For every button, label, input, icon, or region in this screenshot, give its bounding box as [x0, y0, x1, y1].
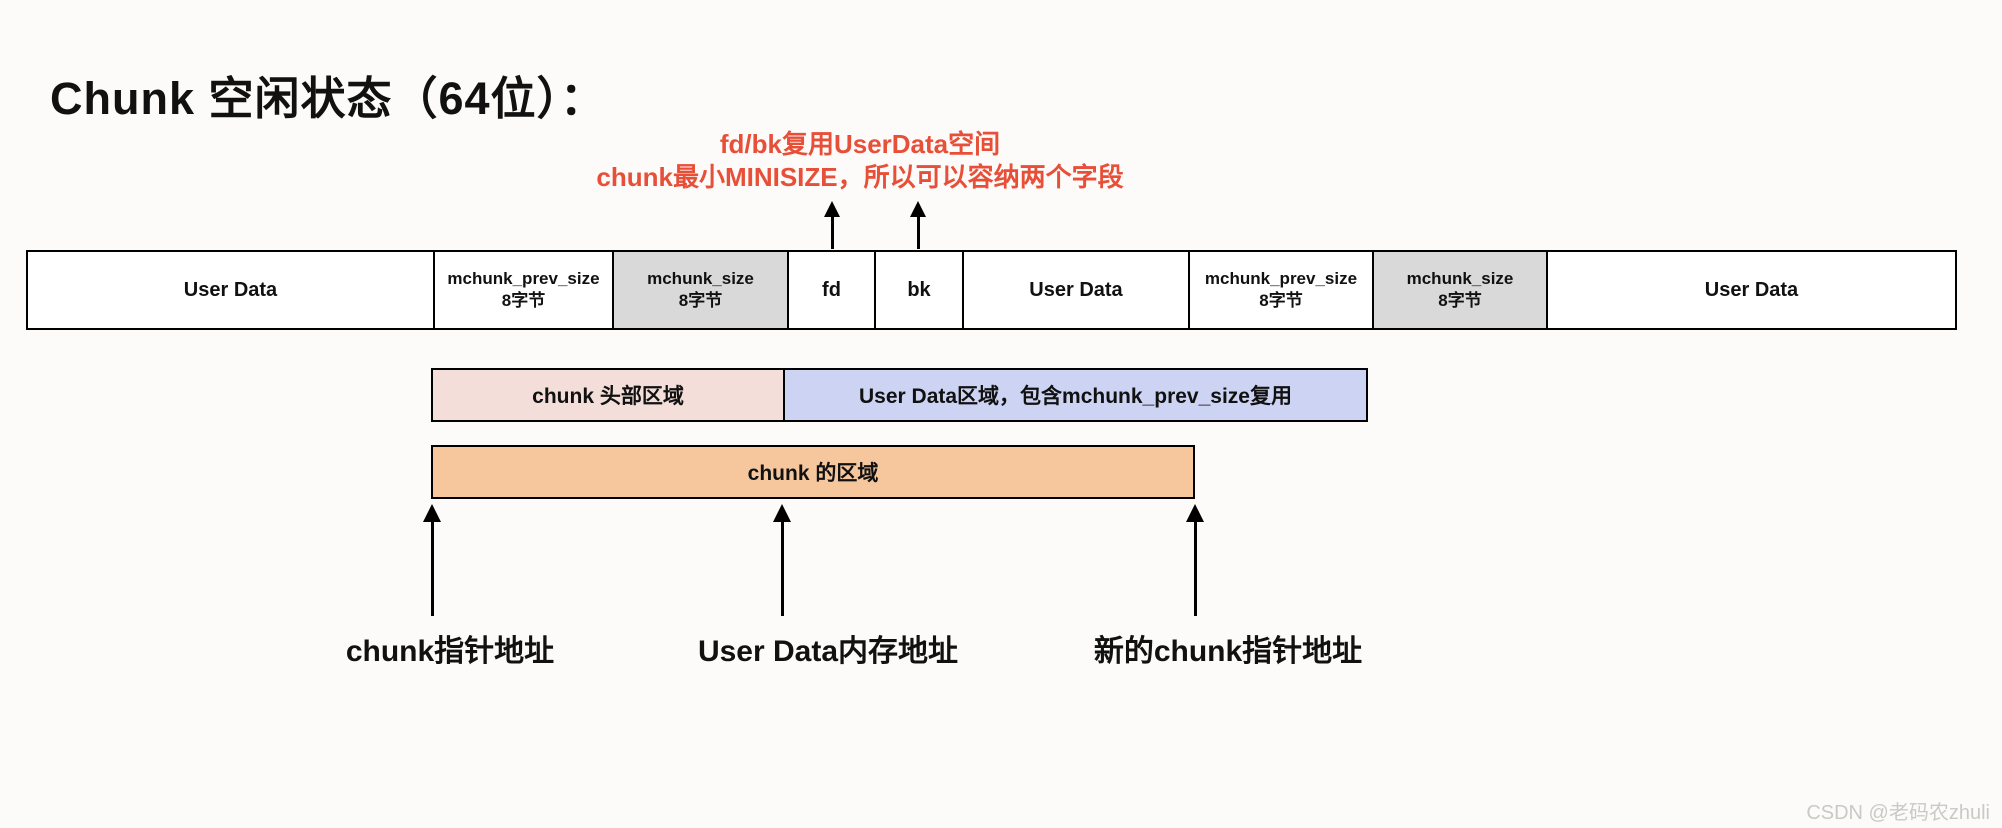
new-chunk-pointer-arrow-icon: [1186, 504, 1204, 616]
chunk-pointer-arrow-icon: [423, 504, 441, 616]
cell-label: bk: [907, 279, 931, 301]
user-data-region-label: User Data区域，包含mchunk_prev_size复用: [859, 385, 1292, 408]
arrow-stem: [830, 217, 834, 249]
arrow-head-icon: [773, 504, 791, 522]
cell-sublabel: 8字节: [678, 291, 723, 310]
memory-row: User Data mchunk_prev_size 8字节 mchunk_si…: [26, 250, 1957, 330]
cell-sublabel: 8字节: [1438, 291, 1482, 310]
arrow-head-icon: [824, 201, 840, 217]
chunk-region-bar: chunk 的区域: [431, 445, 1195, 499]
memory-cell-prev-size-1: mchunk_prev_size 8字节: [435, 250, 614, 330]
arrow-stem: [430, 522, 434, 616]
user-data-region-bar: User Data区域，包含mchunk_prev_size复用: [785, 368, 1368, 422]
watermark: CSDN @老码农zhuli: [1806, 802, 1990, 824]
region-bar-chunk: chunk 的区域: [431, 445, 1195, 499]
memory-cell-size-1: mchunk_size 8字节: [614, 250, 789, 330]
annotation-note: fd/bk复用UserData空间 chunk最小MINISIZE，所以可以容纳…: [596, 128, 1123, 193]
user-data-address-arrow-icon: [773, 504, 791, 616]
cell-sublabel: 8字节: [501, 291, 546, 310]
cell-label: mchunk_size: [1406, 268, 1514, 288]
cell-sublabel: 8字节: [1259, 291, 1303, 310]
memory-cell-bk: bk: [876, 250, 964, 330]
cell-label: User Data: [183, 279, 278, 301]
memory-cell-user-data-right: User Data: [1548, 250, 1957, 330]
cell-label: mchunk_prev_size: [1204, 268, 1358, 288]
cell-label: mchunk_prev_size: [447, 268, 600, 288]
memory-cell-size-2: mchunk_size 8字节: [1374, 250, 1548, 330]
memory-cell-user-data-mid: User Data: [964, 250, 1190, 330]
arrow-stem: [780, 522, 784, 616]
chunk-header-region-label: chunk 头部区域: [532, 385, 684, 408]
new-chunk-pointer-label: 新的chunk指针地址: [1093, 635, 1363, 668]
annotation-line-1: fd/bk复用UserData空间: [719, 129, 1001, 159]
page-title: Chunk 空闲状态（64位）：: [50, 73, 607, 124]
annotation-line-2: chunk最小MINISIZE，所以可以容纳两个字段: [596, 161, 1124, 192]
arrow-head-icon: [423, 504, 441, 522]
memory-cell-prev-size-2: mchunk_prev_size 8字节: [1190, 250, 1374, 330]
cell-label: User Data: [1029, 279, 1123, 301]
cell-label: mchunk_size: [647, 268, 754, 288]
chunk-region-label: chunk 的区域: [747, 462, 879, 485]
cell-label: fd: [822, 279, 841, 301]
chunk-header-region-bar: chunk 头部区域: [431, 368, 785, 422]
arrow-head-icon: [910, 201, 926, 217]
cell-label: User Data: [1704, 279, 1799, 301]
arrow-stem: [916, 217, 920, 249]
bk-up-arrow-icon: [910, 201, 926, 249]
memory-cell-user-data-left: User Data: [26, 250, 435, 330]
fd-up-arrow-icon: [824, 201, 840, 249]
arrow-head-icon: [1186, 504, 1204, 522]
region-bar-header-userdata: chunk 头部区域 User Data区域，包含mchunk_prev_siz…: [431, 368, 1368, 422]
arrow-stem: [1193, 522, 1197, 616]
chunk-pointer-label: chunk指针地址: [345, 635, 555, 668]
user-data-address-label: User Data内存地址: [697, 635, 959, 668]
memory-cell-fd: fd: [789, 250, 876, 330]
